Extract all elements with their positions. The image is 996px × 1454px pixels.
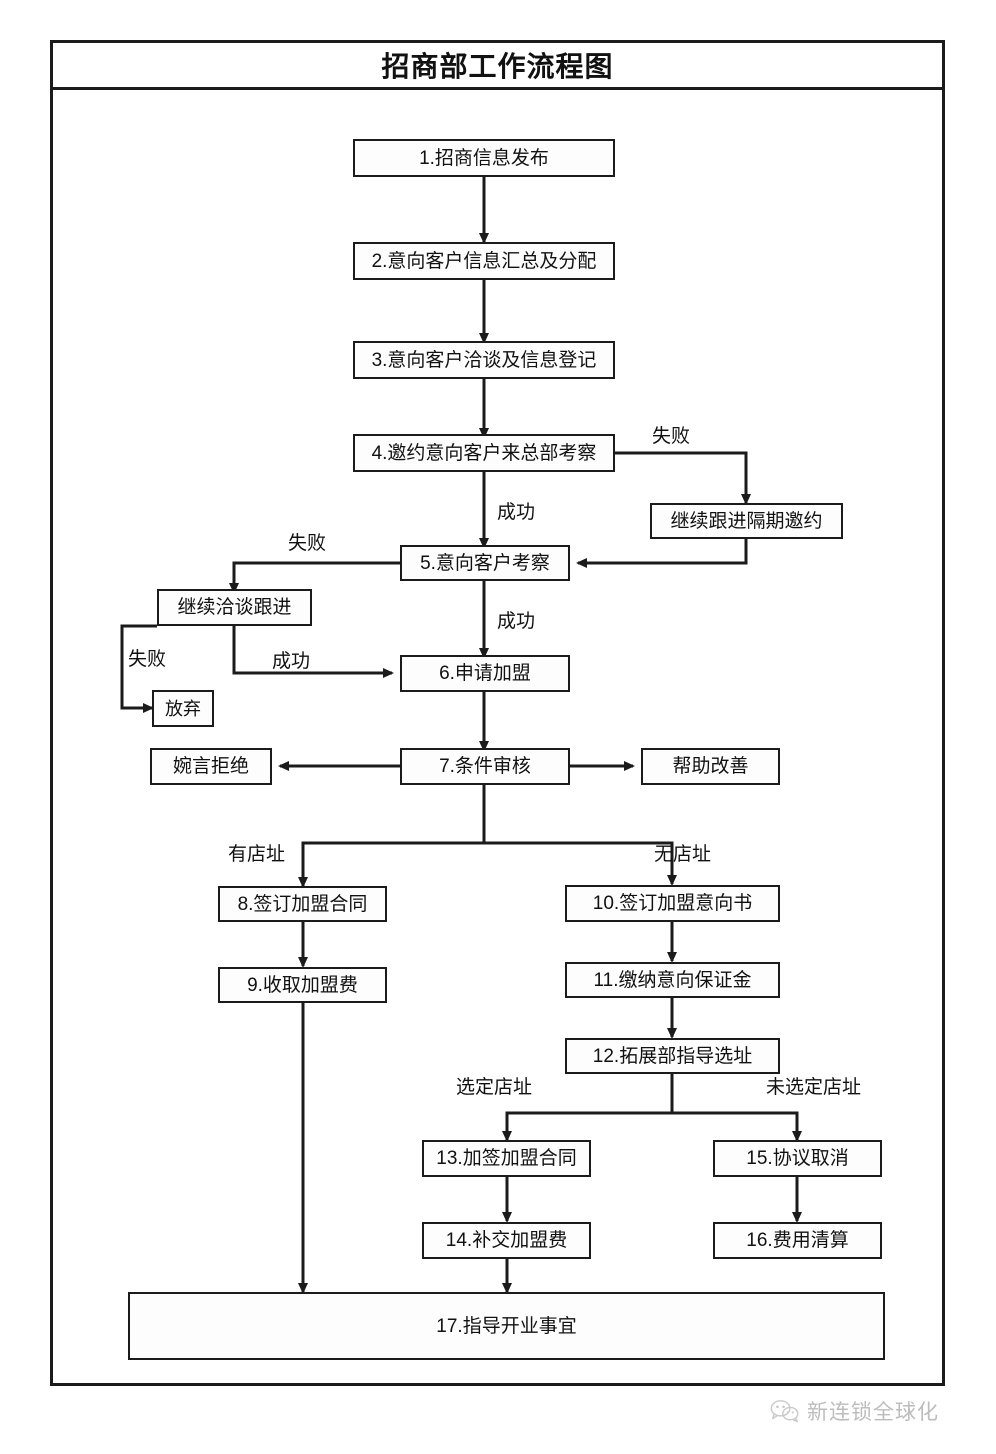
watermark: 新连锁全球化	[770, 1396, 939, 1426]
edge-label-fail-talk: 失败	[128, 649, 167, 670]
node-continue-negotiation[interactable]: 继续洽谈跟进	[157, 589, 312, 626]
node-help-improve[interactable]: 帮助改善	[641, 748, 780, 785]
watermark-text: 新连锁全球化	[807, 1401, 939, 1424]
node-12[interactable]: 12.拓展部指导选址	[565, 1038, 780, 1074]
edge-label-success-5: 成功	[497, 611, 536, 632]
diagram-frame	[50, 40, 945, 1386]
title-bar: 招商部工作流程图	[53, 43, 942, 90]
edge-label-fail-5: 失败	[288, 533, 327, 554]
node-7[interactable]: 7.条件审核	[400, 748, 570, 785]
edge-label-success-talk: 成功	[272, 651, 311, 672]
node-11[interactable]: 11.缴纳意向保证金	[565, 962, 780, 998]
node-6[interactable]: 6.申请加盟	[400, 655, 570, 692]
node-give-up[interactable]: 放弃	[152, 690, 214, 727]
node-14[interactable]: 14.补交加盟费	[422, 1222, 591, 1259]
edge-label-site-selected: 选定店址	[456, 1077, 533, 1098]
node-9[interactable]: 9.收取加盟费	[218, 967, 387, 1003]
page-title: 招商部工作流程图	[381, 51, 614, 82]
node-5[interactable]: 5.意向客户考察	[400, 545, 570, 581]
node-15[interactable]: 15.协议取消	[713, 1140, 882, 1177]
node-polite-refusal[interactable]: 婉言拒绝	[150, 748, 272, 785]
wechat-icon	[770, 1400, 799, 1423]
node-1[interactable]: 1.招商信息发布	[353, 139, 615, 177]
node-17[interactable]: 17.指导开业事宜	[128, 1292, 885, 1360]
node-13[interactable]: 13.加签加盟合同	[422, 1140, 591, 1177]
node-10[interactable]: 10.签订加盟意向书	[565, 885, 780, 922]
node-8[interactable]: 8.签订加盟合同	[218, 886, 387, 922]
node-continue-follow-up-invite[interactable]: 继续跟进隔期邀约	[650, 503, 843, 539]
edge-label-fail-4: 失败	[652, 426, 691, 447]
node-2[interactable]: 2.意向客户信息汇总及分配	[353, 242, 615, 280]
edge-label-no-site: 无店址	[654, 844, 712, 865]
edge-label-success-4: 成功	[497, 502, 536, 523]
edge-label-has-site: 有店址	[228, 844, 286, 865]
node-16[interactable]: 16.费用清算	[713, 1222, 882, 1259]
edge-label-site-not-selected: 未选定店址	[766, 1077, 862, 1098]
node-4[interactable]: 4.邀约意向客户来总部考察	[353, 434, 615, 472]
node-3[interactable]: 3.意向客户洽谈及信息登记	[353, 341, 615, 379]
